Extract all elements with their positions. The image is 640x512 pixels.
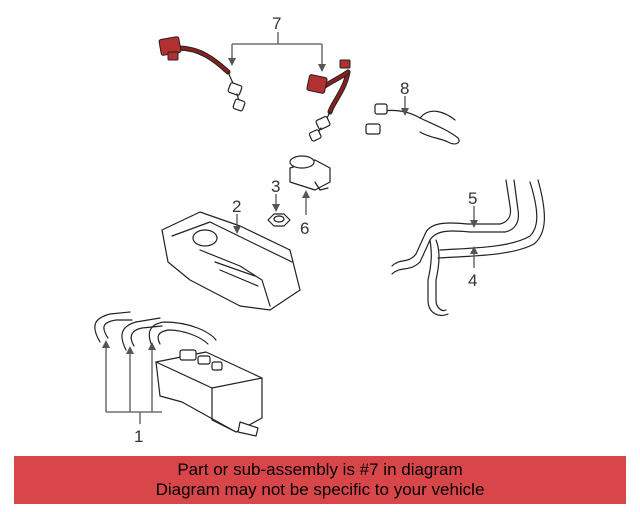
callout-8[interactable]: 8 [400,79,409,98]
callout-3[interactable]: 3 [271,177,280,196]
part-4-5-pipes [391,179,545,317]
callout-6[interactable]: 6 [300,219,309,238]
callout-7[interactable]: 7 [272,14,281,33]
part-8-sensor-harness [365,103,460,145]
callout-4[interactable]: 4 [468,271,477,290]
callout-1-leader [102,340,162,424]
callout-1[interactable]: 1 [134,427,143,446]
callout-4-leader [470,246,478,268]
part-7-oxygen-sensors[interactable] [158,36,351,142]
banner-line-disclaimer: Diagram may not be specific to your vehi… [155,480,485,499]
part-1-canister [94,311,263,437]
banner-line-part: Part or sub-assembly is #7 in diagram [177,460,463,479]
part-2-heat-shield [161,211,301,311]
callout-7-leader [228,32,326,72]
callout-6-leader [302,190,310,215]
callout-5[interactable]: 5 [468,189,477,208]
callout-5-leader [470,206,478,228]
parts-diagram: 7 8 6 3 2 [94,14,545,446]
part-6-valve [289,155,331,191]
part-3-nut [267,213,291,227]
callout-2-leader [233,214,241,234]
callout-3-leader [272,194,280,212]
info-banner: Part or sub-assembly is #7 in diagram Di… [14,456,626,504]
callout-2[interactable]: 2 [232,197,241,216]
callout-8-leader [401,96,409,116]
